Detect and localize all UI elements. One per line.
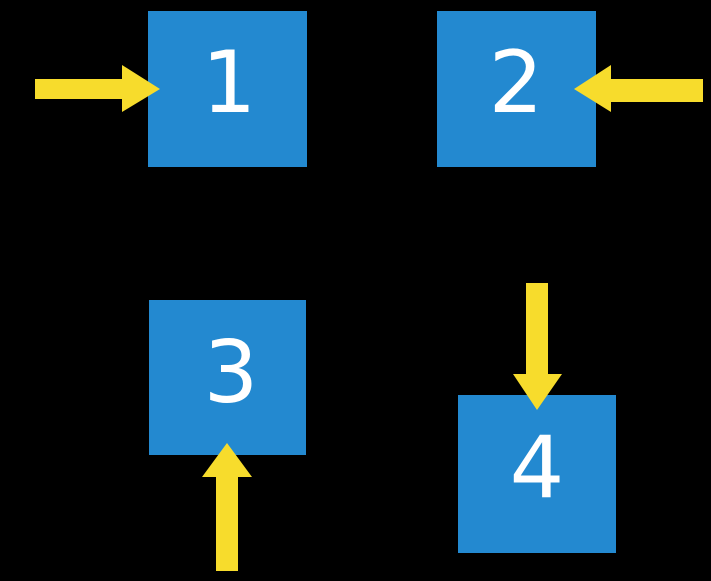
- box-3-rect[interactable]: [149, 300, 306, 455]
- arrow-left-icon[interactable]: [574, 65, 703, 112]
- box-3-label: 3: [204, 323, 259, 423]
- box-4-rect[interactable]: [458, 395, 616, 553]
- box-2-rect[interactable]: [437, 11, 596, 167]
- box-4-label: 4: [510, 418, 565, 518]
- box-1-label: 1: [202, 33, 257, 133]
- box-2-label: 2: [489, 33, 544, 133]
- box-1-rect[interactable]: [148, 11, 307, 167]
- arrow-right-icon[interactable]: [35, 65, 160, 112]
- node-box-1[interactable]: 1: [148, 11, 307, 167]
- node-box-4[interactable]: 4: [458, 395, 616, 553]
- arrow-up-icon[interactable]: [202, 443, 252, 571]
- node-box-2[interactable]: 2: [437, 11, 596, 167]
- arrow-down-icon[interactable]: [513, 283, 562, 410]
- node-box-3[interactable]: 3: [149, 300, 306, 455]
